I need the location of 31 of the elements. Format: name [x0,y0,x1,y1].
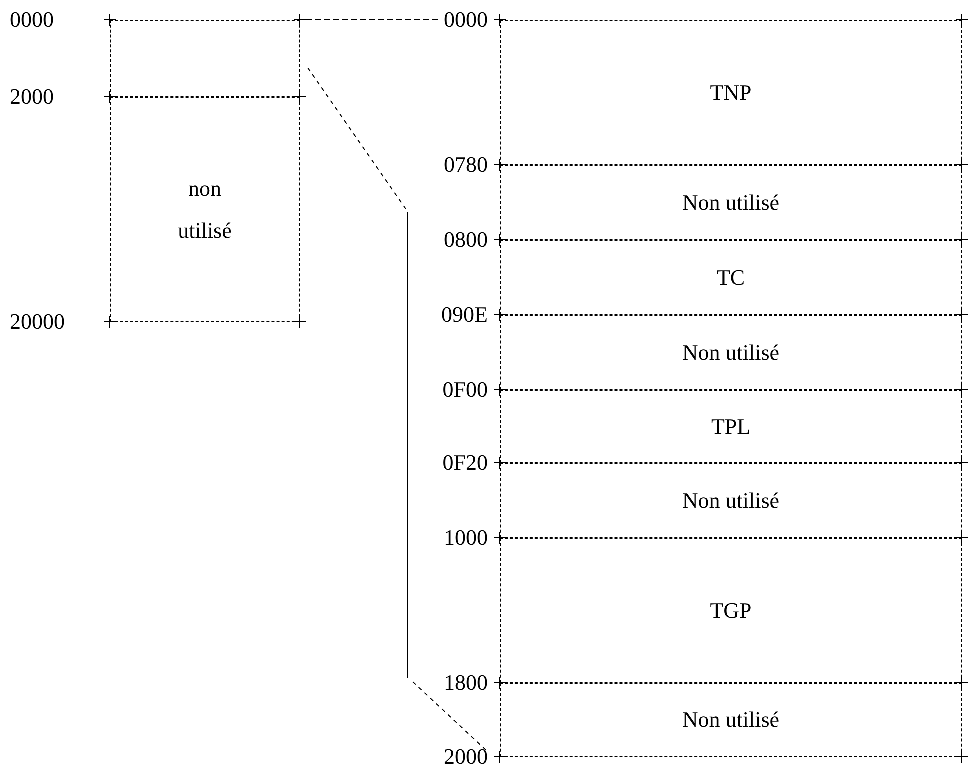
address-label: 2000 [444,746,488,768]
region-label: TC [716,264,746,292]
region-label: Non utilisé [682,486,780,515]
memory-region [500,315,962,390]
memory-region [110,97,300,322]
region-label: TPL [711,412,751,441]
memory-region [500,538,962,683]
address-label: 090E [442,304,488,326]
address-label: 0F20 [442,452,488,474]
memory-region [110,20,300,97]
address-label: 2000 [10,86,54,108]
memory-region [500,20,962,165]
address-label: 0000 [10,9,54,31]
address-label: 0F00 [442,379,488,401]
region-label: Non utilisé [682,338,780,367]
address-label: 20000 [10,311,65,333]
memory-region [500,390,962,463]
region-label: Non utilisé [682,188,780,217]
region-label: TNP [710,78,752,107]
memory-region [500,463,962,538]
address-label: 0800 [444,229,488,251]
region-label: TGP [710,596,752,625]
region-label: non utilisé [177,174,233,244]
region-label: Non utilisé [682,706,780,734]
memory-region [500,165,962,240]
address-label: 1000 [444,527,488,549]
address-label: 0780 [444,154,488,176]
address-label: 1800 [444,672,488,694]
memory-region [500,240,962,315]
memory-region [500,683,962,757]
address-label: 0000 [444,9,488,31]
